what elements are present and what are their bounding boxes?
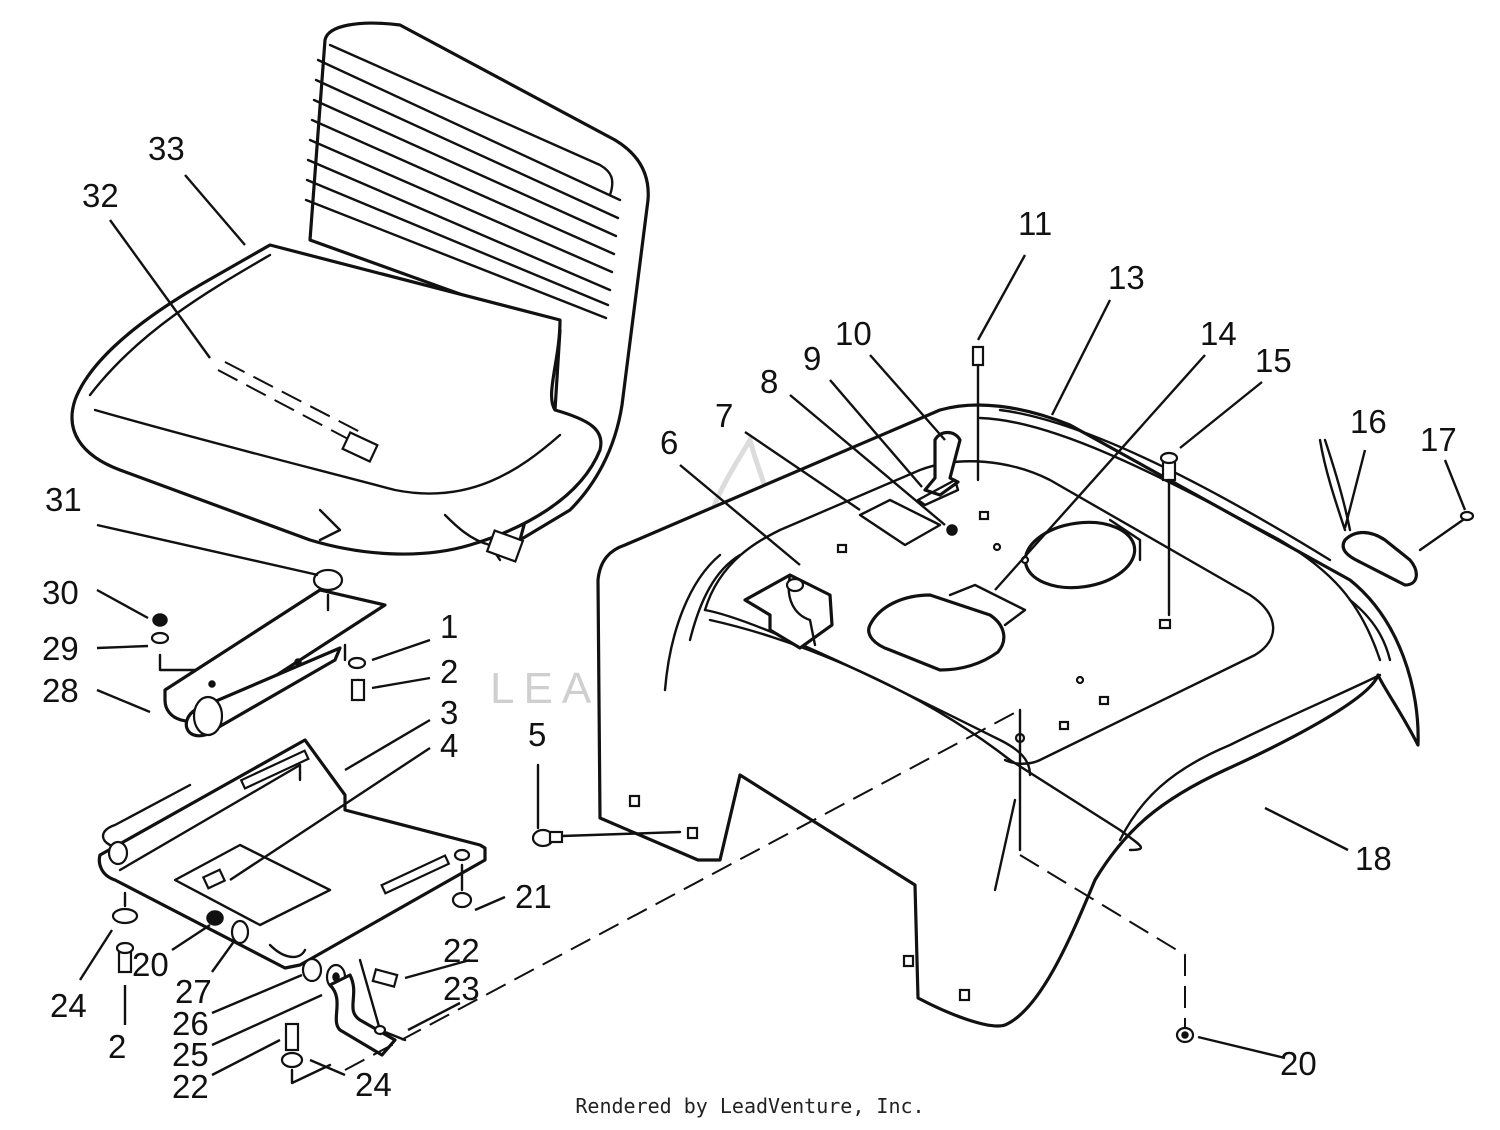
callout-28: 28	[42, 672, 79, 709]
seat-switch-wire	[217, 369, 351, 441]
callout-31: 31	[45, 481, 82, 518]
seat-back	[308, 21, 650, 542]
callout-20-left: 20	[132, 946, 169, 983]
seat	[70, 21, 650, 563]
pivot-bushing	[312, 568, 344, 592]
callout-22-bottom: 22	[172, 1068, 209, 1105]
callout-27: 27	[175, 973, 212, 1010]
callout-6: 6	[660, 424, 678, 461]
callout-3: 3	[440, 694, 458, 731]
callout-7: 7	[715, 397, 733, 434]
callout-21: 21	[515, 878, 552, 915]
callout-16: 16	[1350, 403, 1387, 440]
callout-8: 8	[760, 363, 778, 400]
callouts: 33 32 31 30 29 28 1 2 3 4 21 20 27 26 25…	[42, 130, 1457, 1105]
callout-32: 32	[82, 177, 119, 214]
callout-14: 14	[1200, 315, 1237, 352]
seat-switch-plate	[201, 868, 227, 890]
callout-11: 11	[1018, 205, 1052, 242]
callout-2-bottom: 2	[108, 1028, 126, 1065]
seat-back-ribs	[304, 43, 622, 320]
callout-10: 10	[835, 315, 872, 352]
callout-25: 25	[172, 1036, 209, 1073]
callout-23: 23	[443, 970, 480, 1007]
callout-18: 18	[1355, 840, 1392, 877]
callout-1: 1	[440, 608, 458, 645]
leader-lines	[78, 174, 1467, 1077]
callout-15: 15	[1255, 342, 1292, 379]
footer-credit: Rendered by LeadVenture, Inc.	[575, 1094, 925, 1118]
hardware-left	[111, 613, 473, 1085]
seat-hinge-bracket	[163, 568, 387, 738]
rear-fender	[344, 345, 1475, 1071]
callout-24-left: 24	[50, 987, 87, 1024]
callout-24-bottom: 24	[355, 1066, 392, 1103]
callout-17: 17	[1420, 421, 1457, 458]
callout-33: 33	[148, 130, 185, 167]
callout-13: 13	[1108, 259, 1145, 296]
callout-29: 29	[42, 630, 79, 667]
seat-mount-bracket	[97, 738, 487, 970]
callout-9: 9	[803, 340, 821, 377]
callout-30: 30	[42, 574, 79, 611]
callout-20-right: 20	[1280, 1045, 1317, 1082]
callout-5: 5	[528, 716, 546, 753]
seat-cushion	[70, 243, 603, 556]
callout-2: 2	[440, 653, 458, 690]
access-cover	[867, 593, 1006, 672]
callout-26: 26	[172, 1005, 209, 1042]
reflector-clip	[1341, 530, 1418, 587]
callout-22-right: 22	[443, 932, 480, 969]
callout-4: 4	[440, 727, 458, 764]
